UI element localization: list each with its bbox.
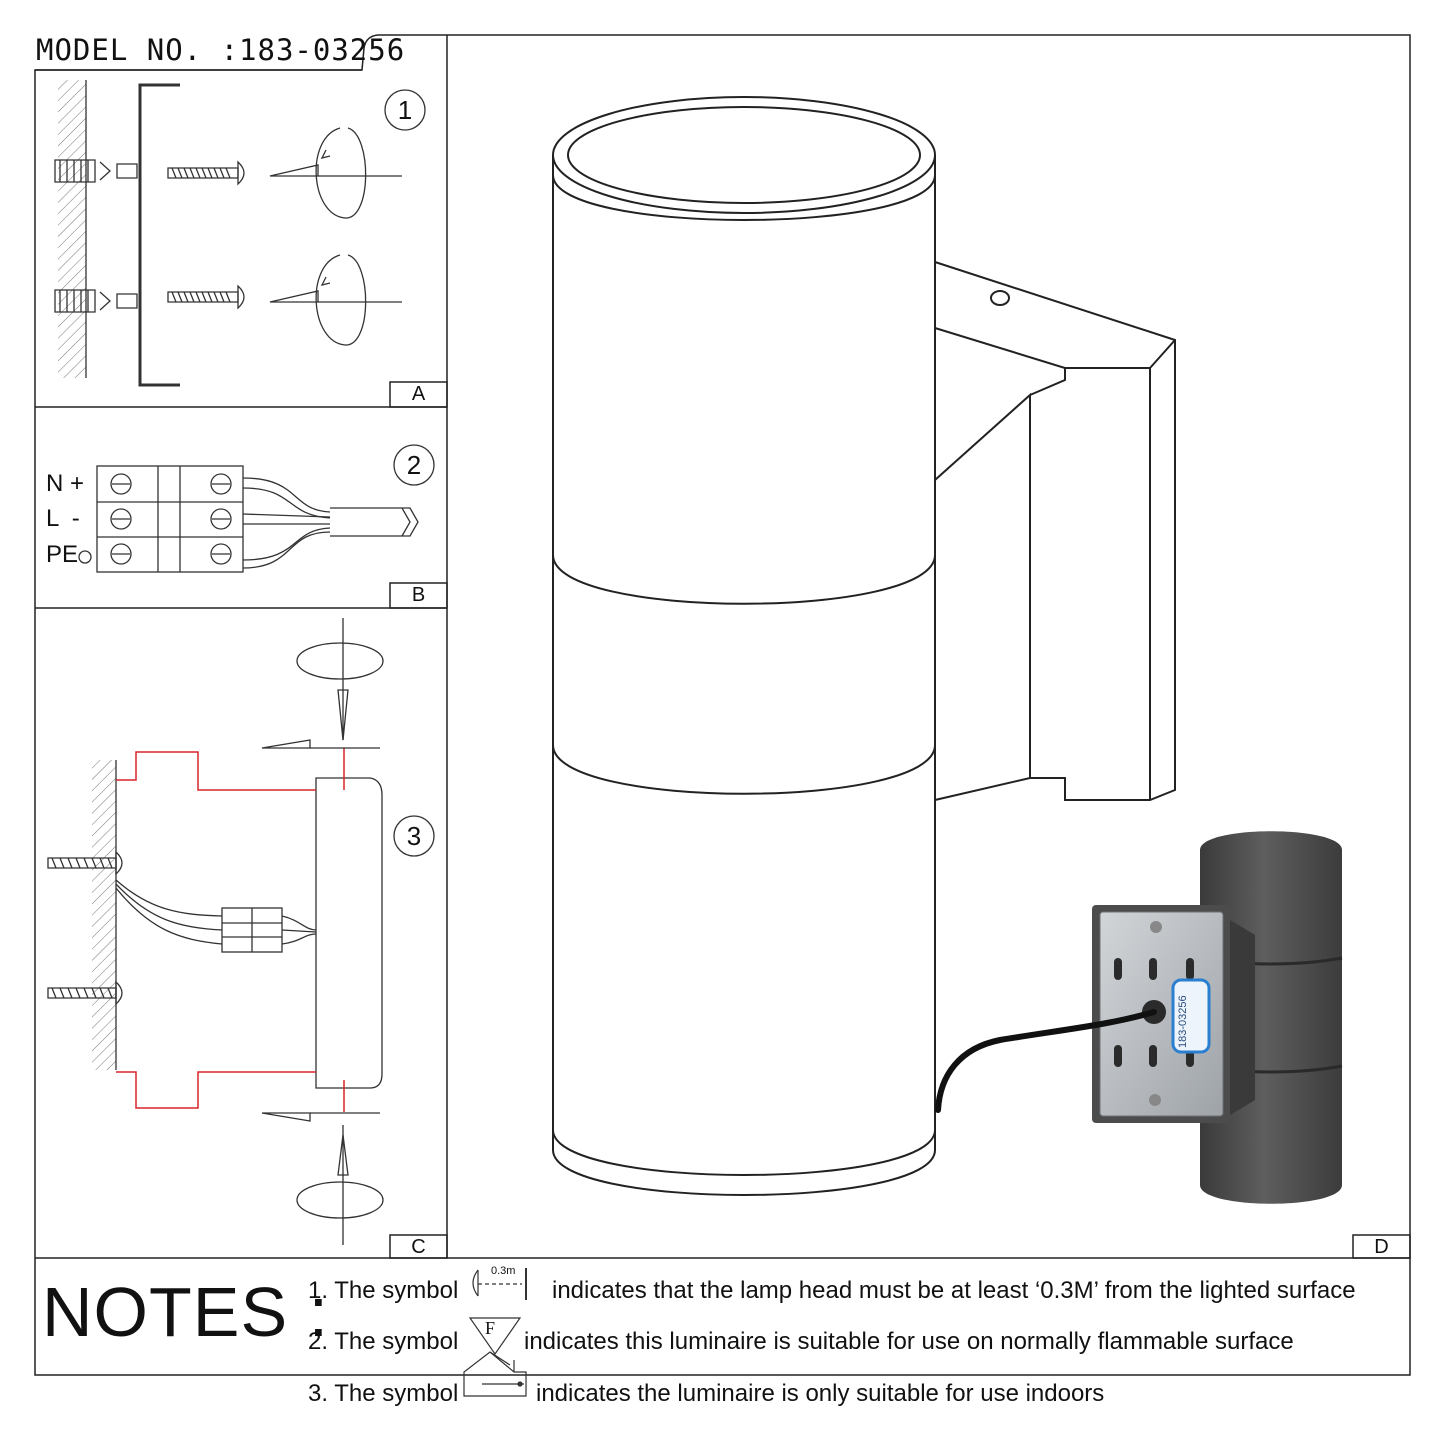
distance-symbol-label: 0.3m (491, 1265, 516, 1277)
note-3-prefix: 3. The symbol (308, 1380, 459, 1407)
flammable-symbol-letter: F (485, 1318, 496, 1338)
terminal-label-neutral: N + (46, 470, 85, 497)
wall-mount-box (934, 261, 1176, 801)
panel-c-diagram (47, 618, 435, 1245)
wall-plug-lower (54, 289, 138, 313)
notes-title: NOTES : (42, 1273, 330, 1351)
screw-c-upper (47, 850, 123, 876)
mounting-bracket (138, 83, 180, 387)
rotate-arrow-lower (269, 254, 402, 346)
note-2-text: indicates this luminaire is suitable for… (524, 1328, 1294, 1355)
notes-symbols (463, 1268, 527, 1397)
product-photo (935, 831, 1343, 1204)
screw-c-lower (47, 980, 123, 1006)
step-1-number: 1 (397, 95, 413, 125)
bracket-label-text: 183-03256 (1177, 995, 1189, 1048)
note-3-text: indicates the luminaire is only suitable… (536, 1380, 1105, 1407)
wall-hatch (58, 80, 86, 378)
panel-d-lamp-drawing (552, 96, 1176, 1196)
sheet-frame (34, 34, 1411, 1376)
panel-a-letter: A (411, 383, 426, 405)
panel-d-letter: D (1374, 1236, 1389, 1258)
panel-b-diagram (78, 444, 435, 573)
terminal-label-live: L - (46, 505, 80, 532)
indoor-house-icon (463, 1351, 527, 1397)
terminal-label-earth: PE (46, 541, 79, 568)
screw-upper (167, 160, 245, 186)
step-3-circle (393, 815, 435, 857)
rotate-arrow-c-bottom (261, 1112, 384, 1245)
screw-lower (167, 284, 245, 310)
earth-icon (78, 550, 92, 564)
step-1-circle (384, 89, 426, 131)
model-number-label: MODEL NO. :183-03256 (36, 33, 406, 67)
wall-plug-upper (54, 159, 138, 183)
note-2-prefix: 2. The symbol (308, 1328, 459, 1355)
rotate-arrow-upper (269, 127, 402, 219)
panel-c-letter: C (411, 1236, 426, 1258)
step-3-number: 3 (406, 821, 422, 851)
panel-b-letter: B (411, 584, 426, 606)
wall-hatch-c (92, 760, 116, 1070)
terminal-screws (110, 473, 232, 565)
note-1-text: indicates that the lamp head must be at … (552, 1277, 1356, 1304)
rotate-arrow-c-top (261, 618, 384, 749)
note-1-prefix: 1. The symbol (308, 1277, 459, 1304)
blue-label (1171, 978, 1211, 1054)
distance-0.3m-icon (472, 1268, 527, 1300)
bracket-red (116, 751, 316, 1109)
cable-wires (242, 477, 419, 569)
panel-a-diagram (54, 80, 426, 387)
step-2-number: 2 (406, 450, 422, 480)
power-cable (935, 1009, 1157, 1113)
step-2-circle (393, 444, 435, 486)
flammable-surface-icon (468, 1317, 522, 1356)
fixture-body-side (315, 777, 383, 1089)
